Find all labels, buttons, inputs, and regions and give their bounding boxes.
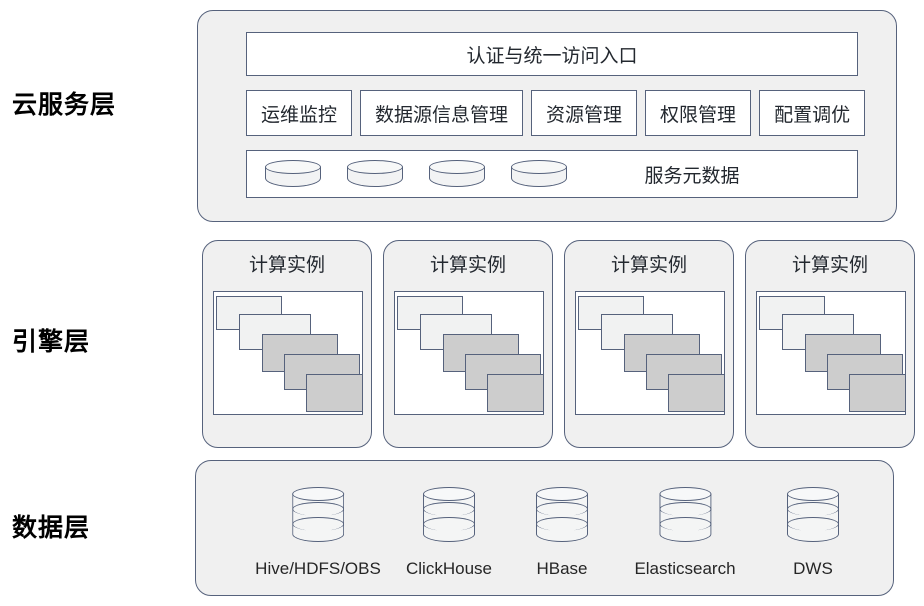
- data-store-item-3[interactable]: HBase: [536, 487, 588, 579]
- data-store-item-2[interactable]: ClickHouse: [406, 487, 492, 579]
- compute-instance-panel-1[interactable]: 计算实例: [202, 240, 372, 448]
- data-store-item-5[interactable]: DWS: [787, 487, 839, 579]
- database-cylinder-icon: [511, 160, 567, 190]
- compute-instance-stage: [213, 291, 363, 415]
- compute-instance-panel-3[interactable]: 计算实例: [564, 240, 734, 448]
- database-cylinder-icon: [291, 487, 344, 549]
- database-cylinder-icon: [658, 487, 711, 549]
- compute-instance-title: 计算实例: [429, 255, 506, 276]
- compute-instance-title: 计算实例: [248, 255, 325, 276]
- service-metadata-label: 服务元数据: [644, 165, 740, 187]
- auth-gateway-box[interactable]: 认证与统一访问入口: [246, 32, 858, 76]
- compute-instance-stage: [575, 291, 725, 415]
- task-card-5: [487, 374, 543, 412]
- data-store-label: HBase: [536, 559, 588, 578]
- database-cylinder-icon: [429, 160, 485, 190]
- data-store-label: Hive/HDFS/OBS: [255, 559, 381, 578]
- database-cylinder-icon: [422, 487, 475, 549]
- compute-instance-panel-4[interactable]: 计算实例: [745, 240, 915, 448]
- service-metadata-bar: 服务元数据: [246, 150, 858, 198]
- service-boxes-row: 运维监控数据源信息管理资源管理权限管理配置调优: [246, 90, 866, 136]
- compute-instance-stage: [756, 291, 906, 415]
- database-cylinder-icon: [787, 487, 839, 549]
- task-card-5: [306, 374, 362, 412]
- data-store-item-1[interactable]: Hive/HDFS/OBS: [255, 487, 381, 579]
- metadata-cylinder-group: [265, 160, 567, 190]
- service-box-3[interactable]: 资源管理: [531, 90, 638, 136]
- task-card-5: [849, 374, 905, 412]
- layer-label-data: 数据层: [12, 514, 91, 542]
- cloud-service-layer-panel: 认证与统一访问入口 运维监控数据源信息管理资源管理权限管理配置调优 服务元数据: [197, 10, 897, 222]
- compute-instance-panel-2[interactable]: 计算实例: [383, 240, 553, 448]
- layer-label-engine: 引擎层: [12, 328, 91, 356]
- data-store-item-4[interactable]: Elasticsearch: [634, 487, 736, 579]
- layer-label-cloud-service: 云服务层: [12, 91, 117, 119]
- data-store-label: Elasticsearch: [634, 559, 736, 578]
- database-cylinder-icon: [265, 160, 321, 190]
- task-card-5: [668, 374, 724, 412]
- data-layer-panel: Hive/HDFS/OBS ClickHouse HBase Elasticsearc…: [195, 460, 894, 596]
- database-cylinder-icon: [536, 487, 588, 549]
- database-cylinder-icon: [347, 160, 403, 190]
- data-store-label: ClickHouse: [406, 559, 492, 578]
- service-box-4[interactable]: 权限管理: [645, 90, 752, 136]
- compute-instance-stage: [394, 291, 544, 415]
- data-store-label: DWS: [793, 559, 833, 578]
- service-box-5[interactable]: 配置调优: [759, 90, 866, 136]
- compute-instance-title: 计算实例: [791, 255, 868, 276]
- service-box-1[interactable]: 运维监控: [246, 90, 353, 136]
- compute-instance-title: 计算实例: [610, 255, 687, 276]
- service-box-2[interactable]: 数据源信息管理: [360, 90, 524, 136]
